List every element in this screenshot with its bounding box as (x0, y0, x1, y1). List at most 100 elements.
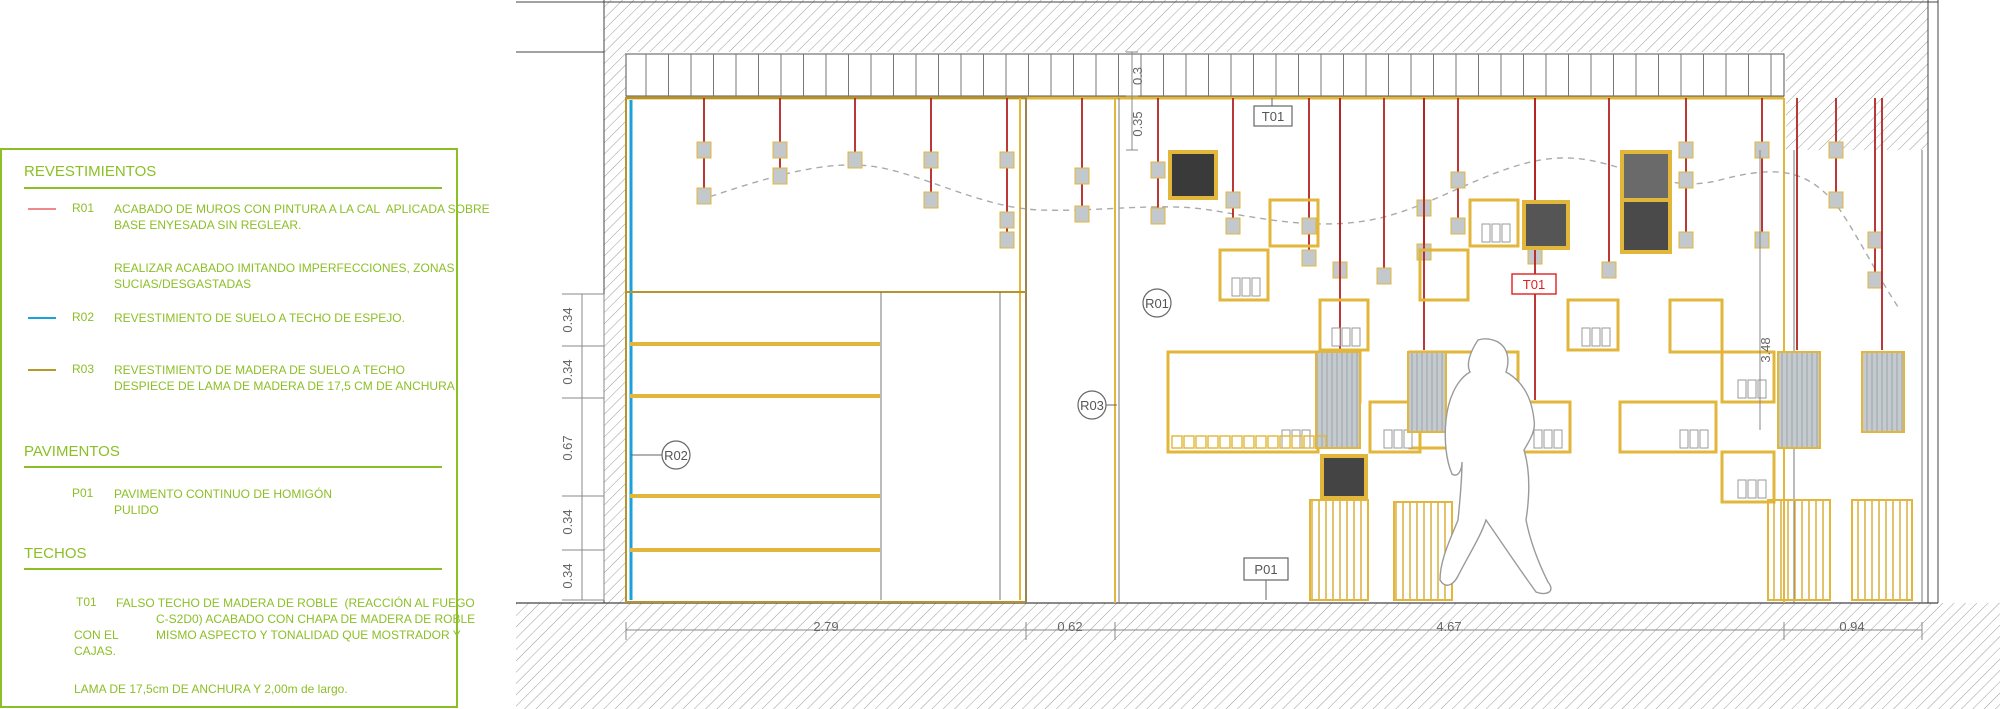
jar (1341, 327, 1351, 347)
pendant-lamp (1225, 191, 1241, 209)
striped-lamp-box (1777, 351, 1821, 449)
tag-r03-label: R03 (1080, 398, 1104, 413)
jar (1393, 429, 1403, 449)
tag-t01-red-label: T01 (1523, 277, 1545, 292)
right-beam (1786, 0, 1928, 150)
grid-cell (1279, 435, 1291, 449)
pendant-lamp (1601, 261, 1617, 279)
dim-left-2: 0.34 (560, 359, 575, 384)
pendant-lamp (1225, 217, 1241, 235)
jar (1241, 277, 1251, 297)
photo-4 (1624, 202, 1668, 250)
structure (516, 0, 2000, 709)
floor-slab (516, 603, 2000, 709)
display-box (1268, 198, 1320, 248)
grid-cell (1291, 435, 1303, 449)
legend-text-r01-line4: REALIZAR ACABADO IMITANDO IMPERFECCIONES… (114, 261, 455, 275)
tag-p01-label: P01 (1254, 562, 1277, 577)
grid-cell (1195, 435, 1207, 449)
dim-right: 3.48 (1758, 337, 1773, 362)
grid-cell (1255, 435, 1267, 449)
pendant-lamp (696, 187, 712, 205)
jar (1501, 223, 1511, 243)
jar (1291, 429, 1301, 449)
grid-cell (1267, 435, 1279, 449)
dim-ceiling-1: 0.3 (1130, 67, 1145, 85)
jar (1747, 479, 1757, 499)
dim-left-1: 0.34 (560, 307, 575, 332)
pendant-lamp (1376, 267, 1392, 285)
jar (1553, 429, 1563, 449)
jar (1689, 429, 1699, 449)
pendant-lamp (1450, 171, 1466, 189)
jar (1251, 277, 1261, 297)
display-box (1618, 400, 1718, 454)
legend-text-t01-left2: CAJAS. (74, 644, 117, 658)
legend-text-t01-line3: MISMO ASPECTO Y TONALIDAD QUE MOSTRADOR … (156, 628, 461, 642)
pendant-lamp (923, 191, 939, 209)
pendant-lamp (1867, 271, 1883, 289)
jar (1351, 327, 1361, 347)
pendant-lamp (772, 141, 788, 159)
jar (1757, 379, 1767, 399)
pendant-lamp (1150, 161, 1166, 179)
legend-text-r02: REVESTIMIENTO DE SUELO A TECHO DE ESPEJO… (114, 311, 405, 325)
tag-r02: R02 (631, 440, 691, 470)
legend-text-t01-line1: FALSO TECHO DE MADERA DE ROBLE (REACCIÓN… (116, 596, 475, 610)
legend-code-r01: R01 (72, 201, 95, 215)
pendant-lamp (772, 167, 788, 185)
pendant-lamp (1828, 191, 1844, 209)
display-box (1720, 350, 1776, 404)
display-box (1468, 198, 1520, 248)
pendant-lamp (1150, 207, 1166, 225)
legend-text-r03-line2: DESPIECE DE LAMA DE MADERA DE 17,5 CM DE… (114, 379, 455, 393)
dim-ceiling-2: 0.35 (1130, 111, 1145, 136)
tag-t01-red: T01 (1511, 273, 1557, 295)
grid-cell (1183, 435, 1195, 449)
tag-p01: P01 (1243, 557, 1289, 600)
section-title-revestimientos: REVESTIMIENTOS (24, 163, 157, 180)
swatch-r02 (28, 317, 56, 319)
jar (1737, 379, 1747, 399)
grid-cell (1219, 435, 1231, 449)
jar (1281, 429, 1291, 449)
dim-bottom-4: 0.94 (1839, 619, 1864, 634)
pendant-lamp (1074, 167, 1090, 185)
jar (1747, 379, 1757, 399)
ceiling-slab (604, 0, 1786, 52)
photo-1 (1172, 154, 1214, 196)
legend-text-r03-line1: REVESTIMIENTO DE MADERA DE SUELO A TECHO (114, 363, 405, 377)
section-title-techos: TECHOS (24, 545, 87, 562)
pendant-lamp (1678, 141, 1694, 159)
photo-2 (1526, 204, 1566, 246)
tag-r03: R03 (1077, 390, 1117, 420)
legend-footnote: LAMA DE 17,5cm DE ANCHURA Y 2,00m de lar… (74, 682, 348, 696)
pendant-lamp (1301, 217, 1317, 235)
swatch-r01 (28, 208, 56, 210)
ceiling-joists (625, 53, 1785, 97)
legend-text-p01-line1: PAVIMENTO CONTINUO DE HOMIGÓN (114, 487, 333, 501)
photo-3 (1624, 154, 1668, 198)
jar (1601, 327, 1611, 347)
display-box (1318, 298, 1370, 352)
jar (1757, 479, 1767, 499)
jar (1581, 327, 1591, 347)
pendant-lamp (1754, 231, 1770, 249)
jar (1231, 277, 1241, 297)
display-boxes (1166, 198, 1905, 504)
display-box (1418, 248, 1470, 302)
legend-text-t01-line2: C-S2D0) ACABADO CON CHAPA DE MADERA DE R… (156, 612, 476, 626)
legend-code-p01: P01 (72, 486, 94, 500)
legend-code-t01: T01 (76, 595, 97, 609)
grid-cell (1303, 435, 1315, 449)
display-box (1720, 450, 1776, 504)
swatch-r03 (28, 369, 56, 371)
legend-code-r02: R02 (72, 310, 95, 324)
pendant-lamp (847, 151, 863, 169)
counter (1393, 501, 1453, 601)
hanging-pendants (696, 98, 1883, 400)
display-box (1668, 298, 1724, 354)
pendant-lamp (999, 231, 1015, 249)
jar (1383, 429, 1393, 449)
